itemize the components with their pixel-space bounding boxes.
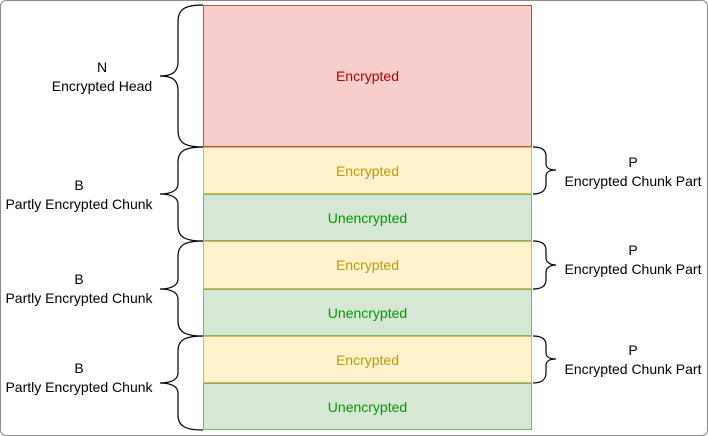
chunk-2-label: B Partly Encrypted Chunk (0, 270, 158, 308)
brace-chunk-3 (159, 335, 204, 431)
head-label-text: Encrypted Head (51, 78, 153, 94)
encrypted-head-block: Encrypted (203, 5, 532, 147)
part-label-text: Encrypted Chunk Part (564, 361, 702, 377)
part-label-letter: P (628, 342, 638, 358)
brace-head (159, 4, 204, 148)
part-1-label: P Encrypted Chunk Part (560, 153, 706, 191)
part-label-text: Encrypted Chunk Part (564, 173, 702, 189)
block-label: Encrypted (335, 257, 400, 273)
chunk-label-text: Partly Encrypted Chunk (5, 290, 153, 306)
part-label-letter: P (628, 154, 638, 170)
brace-chunk-1 (159, 146, 204, 242)
chunk-3-unencrypted-block: Unencrypted (203, 383, 532, 430)
chunk-label-letter: B (74, 271, 84, 287)
part-label-text: Encrypted Chunk Part (564, 261, 702, 277)
block-label: Unencrypted (327, 304, 408, 321)
chunk-label-letter: B (74, 360, 84, 376)
brace-part-2 (532, 240, 557, 290)
chunk-label-text: Partly Encrypted Chunk (5, 379, 153, 395)
part-label-letter: P (628, 242, 638, 258)
chunk-label-letter: B (74, 177, 84, 193)
head-label: N Encrypted Head (40, 58, 164, 96)
chunk-1-encrypted-block: Encrypted (203, 147, 532, 194)
brace-part-3 (532, 335, 557, 384)
part-2-label: P Encrypted Chunk Part (560, 241, 706, 279)
chunk-1-label: B Partly Encrypted Chunk (0, 176, 158, 214)
part-3-label: P Encrypted Chunk Part (560, 341, 706, 379)
block-label: Unencrypted (327, 209, 408, 226)
block-label: Encrypted (335, 162, 400, 179)
block-label: Unencrypted (327, 398, 408, 415)
chunk-1-unencrypted-block: Unencrypted (203, 194, 532, 241)
chunk-2-encrypted-block: Encrypted (203, 241, 532, 289)
block-label: Encrypted (335, 351, 400, 368)
chunk-3-label: B Partly Encrypted Chunk (0, 359, 158, 397)
chunk-2-unencrypted-block: Unencrypted (203, 289, 532, 336)
head-label-letter: N (96, 59, 108, 75)
chunk-label-text: Partly Encrypted Chunk (5, 196, 153, 212)
brace-part-1 (532, 146, 557, 195)
brace-chunk-2 (159, 240, 204, 337)
chunk-3-encrypted-block: Encrypted (203, 336, 532, 383)
block-label: Encrypted (335, 68, 400, 84)
